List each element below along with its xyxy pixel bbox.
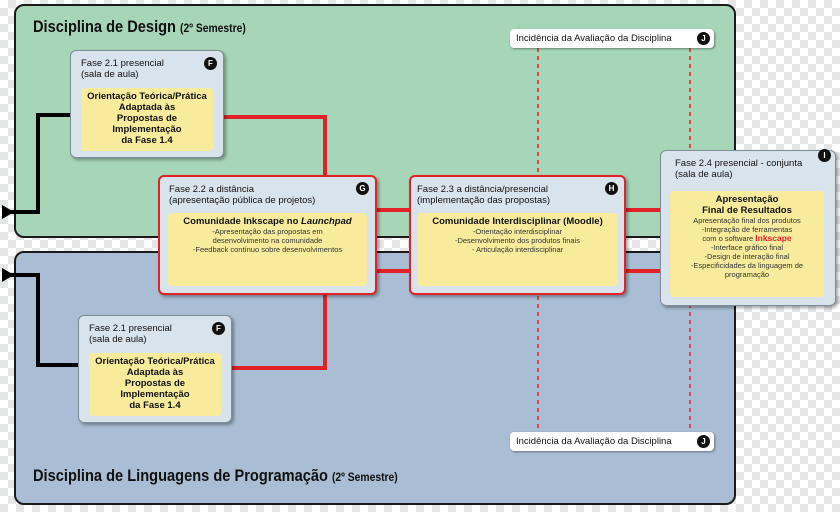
badge-h: H [605, 182, 618, 195]
final-results-heading: Final de Resultados [702, 205, 792, 216]
content-item: -Especificidades da linguagem de [690, 261, 804, 270]
heading-italic-text: Launchpad [301, 216, 352, 227]
phase-2-3-content: Comunidade Interdisciplinar (Moodle) -Or… [417, 213, 618, 286]
phase-subtitle-line: (implementação das propostas) [417, 195, 551, 206]
incidence-top-text: Incidência da Avaliação da Disciplina [516, 33, 672, 44]
badge-g: G [356, 182, 369, 195]
content-item-inkscape: com o software Inkscape [674, 233, 820, 244]
design-region-title: Disciplina de Design (2º Semestre) [33, 17, 246, 37]
entry-line-top [4, 113, 70, 214]
content-item: - Articulação interdisciplinar [471, 245, 564, 254]
content-line: Propostas de [116, 113, 178, 124]
phase-title-line: Fase 2.1 presencial [81, 58, 164, 69]
incidence-bottom-text: Incidência da Avaliação da Disciplina [516, 436, 672, 447]
content-item: Apresentação final dos produtos [693, 216, 801, 225]
phase-subtitle-line: (sala de aula) [89, 334, 147, 345]
design-semester-text: (2º Semestre) [180, 21, 246, 35]
phase-subtitle-line: (sala de aula) [675, 169, 733, 180]
phase-2-1-design-box: Fase 2.1 presencial (sala de aula) F Ori… [70, 50, 224, 158]
content-item: -Orientação interdisciplinar [472, 227, 563, 236]
badge-f-bottom: F [212, 322, 225, 335]
phase-title-line: Fase 2.2 a distância [169, 184, 255, 195]
content-line: Propostas de [124, 378, 186, 389]
programming-semester-text: (2º Semestre) [331, 470, 398, 484]
phase-2-1-design-title: Fase 2.1 presencial (sala de aula) [81, 58, 164, 80]
phase-2-4-content: Apresentação Final de Resultados Apresen… [670, 191, 824, 297]
content-item: -Design de interação final [704, 252, 790, 261]
badge-j-bottom: J [697, 435, 710, 448]
phase-2-2-box: Fase 2.2 a distância (apresentação públi… [158, 175, 377, 295]
phase-2-1-programming-box: Fase 2.1 presencial (sala de aula) F Ori… [78, 315, 232, 423]
link-f-top-to-g [223, 115, 327, 175]
content-line: Implementação [120, 389, 190, 400]
programming-title-text: Disciplina de Linguagens de Programação [33, 466, 328, 485]
badge-j-top: J [697, 32, 710, 45]
badge-f-top: F [204, 57, 217, 70]
content-text: com o software [702, 234, 756, 243]
content-item: -Interface gráfico final [710, 243, 784, 252]
incidence-label-bottom: Incidência da Avaliação da Disciplina J [510, 432, 714, 451]
content-item: -Desenvolvimento dos produtos finais [454, 236, 581, 245]
entry-arrow-bottom [2, 268, 14, 282]
content-line: Implementação [112, 124, 182, 135]
content-line: Adaptada às [118, 102, 176, 113]
programming-region-title: Disciplina de Linguagens de Programação … [33, 466, 398, 486]
phase-2-1-programming-content: Orientação Teórica/Prática Adaptada às P… [89, 353, 221, 416]
content-line: Orientação Teórica/Prática [87, 91, 207, 102]
final-presentation-heading: Apresentação [715, 194, 779, 205]
link-f-bottom-to-g [232, 295, 327, 370]
phase-2-2-content: Comunidade Inkscape no Launchpad -Aprese… [168, 213, 367, 286]
content-item: -Feedback contínuo sobre desenvolvimento… [192, 245, 343, 254]
content-line: da Fase 1.4 [129, 400, 181, 411]
incidence-label-top: Incidência da Avaliação da Disciplina J [510, 29, 714, 48]
content-item: desenvolvimento na comunidade [212, 236, 323, 245]
phase-2-3-title: Fase 2.3 a distância/presencial (impleme… [417, 184, 550, 206]
phase-2-1-design-content: Orientação Teórica/Prática Adaptada às P… [81, 88, 213, 151]
phase-2-1-programming-title: Fase 2.1 presencial (sala de aula) [89, 323, 172, 345]
phase-subtitle-line: (sala de aula) [81, 69, 139, 80]
content-line: Adaptada às [126, 367, 184, 378]
content-item: -Integração de ferramentas [701, 225, 793, 234]
entry-line-bottom [4, 273, 78, 367]
inkscape-highlight: Inkscape [755, 233, 792, 243]
content-item: -Apresentação das propostas em [212, 227, 323, 236]
entry-arrow-top [2, 205, 14, 219]
content-line: da Fase 1.4 [121, 135, 173, 146]
phase-title-line: Fase 2.4 presencial - conjunta [675, 158, 803, 169]
badge-i: I [818, 149, 831, 162]
launchpad-community-heading: Comunidade Inkscape no Launchpad [172, 216, 363, 227]
phase-2-4-box: Fase 2.4 presencial - conjunta (sala de … [660, 149, 836, 306]
moodle-community-heading: Comunidade Interdisciplinar (Moodle) [432, 216, 603, 227]
phase-subtitle-line: (apresentação pública de projetos) [169, 195, 316, 206]
phase-title-line: Fase 2.1 presencial [89, 323, 172, 334]
phase-2-2-title: Fase 2.2 a distância (apresentação públi… [169, 184, 315, 206]
phase-title-line: Fase 2.3 a distância/presencial [417, 184, 548, 195]
content-item: programação [724, 270, 770, 279]
phase-2-3-box: Fase 2.3 a distância/presencial (impleme… [409, 175, 626, 295]
content-line: Orientação Teórica/Prática [95, 356, 215, 367]
design-title-text: Disciplina de Design [33, 17, 176, 36]
heading-text: Comunidade Inkscape no [183, 216, 302, 227]
phase-2-4-title: Fase 2.4 presencial - conjunta (sala de … [675, 158, 802, 180]
